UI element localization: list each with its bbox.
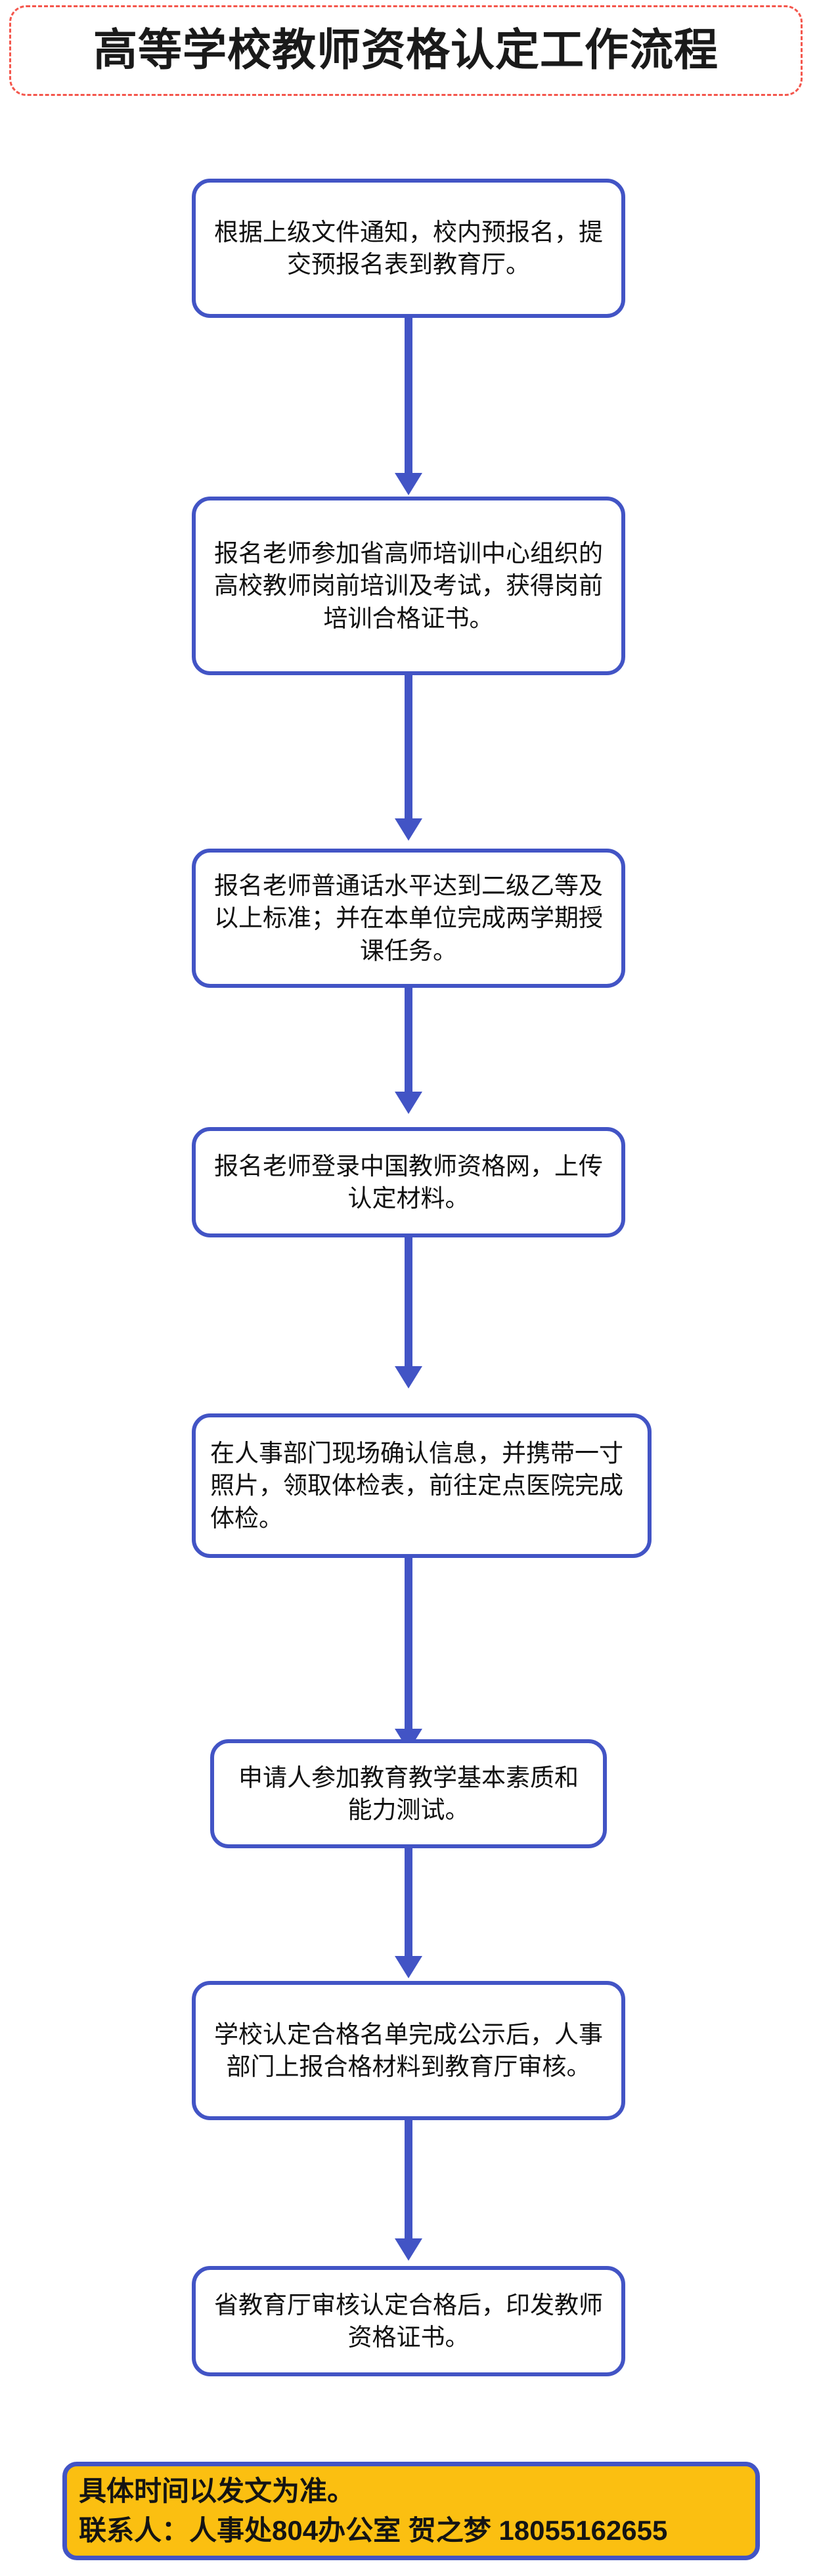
flow-node-step-4[interactable]: 报名老师登录中国教师资格网，上传认定材料。 (192, 1127, 625, 1237)
flow-node-text: 报名老师普通话水平达到二级乙等及以上标准；并在本单位完成两学期授课任务。 (214, 872, 603, 964)
page-title: 高等学校教师资格认定工作流程 (93, 25, 719, 75)
flow-node-text: 申请人参加教育教学基本素质和能力测试。 (238, 1764, 579, 1823)
connector-5-line (405, 1558, 412, 1729)
flow-node-text: 根据上级文件通知，校内预报名，提交预报名表到教育厅。 (214, 218, 603, 278)
flow-node-step-7[interactable]: 学校认定合格名单完成公示后，人事部门上报合格材料到教育厅审核。 (192, 1981, 625, 2120)
connector-4-arrowhead (395, 1366, 422, 1388)
connector-6-arrowhead (395, 1956, 422, 1978)
connector-7-arrowhead (395, 2238, 422, 2261)
flow-node-text: 报名老师参加省高师培训中心组织的高校教师岗前培训及考试，获得岗前培训合格证书。 (214, 540, 603, 632)
flow-node-text: 省教育厅审核认定合格后，印发教师资格证书。 (214, 2291, 603, 2351)
connector-1-arrowhead (395, 473, 422, 495)
flow-node-text: 在人事部门现场确认信息，并携带一寸照片，领取体检表，前往定点医院完成体检。 (210, 1440, 623, 1532)
footer-note-line-1: 具体时间以发文为准。 (79, 2476, 355, 2507)
flow-node-text: 报名老师登录中国教师资格网，上传认定材料。 (214, 1152, 603, 1212)
connector-2-line (405, 675, 412, 818)
connector-6-line (405, 1848, 412, 1956)
flow-node-step-1[interactable]: 根据上级文件通知，校内预报名，提交预报名表到教育厅。 (192, 179, 625, 318)
flow-node-text: 学校认定合格名单完成公示后，人事部门上报合格材料到教育厅审核。 (214, 2020, 603, 2080)
footer-note-line-2: 联系人：人事处804办公室 贺之梦 18055162655 (79, 2515, 668, 2546)
flow-node-step-8[interactable]: 省教育厅审核认定合格后，印发教师资格证书。 (192, 2266, 625, 2376)
connector-7-line (405, 2120, 412, 2238)
flow-node-step-5[interactable]: 在人事部门现场确认信息，并携带一寸照片，领取体检表，前往定点医院完成体检。 (192, 1413, 652, 1558)
connector-2-arrowhead (395, 818, 422, 841)
flow-node-step-2[interactable]: 报名老师参加省高师培训中心组织的高校教师岗前培训及考试，获得岗前培训合格证书。 (192, 497, 625, 675)
connector-3-line (405, 988, 412, 1092)
connector-4-line (405, 1237, 412, 1366)
connector-1-line (405, 318, 412, 473)
footer-note-box: 具体时间以发文为准。 联系人：人事处804办公室 贺之梦 18055162655 (62, 2462, 760, 2560)
page-title-banner: 高等学校教师资格认定工作流程 (9, 5, 803, 96)
connector-3-arrowhead (395, 1092, 422, 1114)
flow-node-step-6[interactable]: 申请人参加教育教学基本素质和能力测试。 (210, 1739, 607, 1848)
flow-node-step-3[interactable]: 报名老师普通话水平达到二级乙等及以上标准；并在本单位完成两学期授课任务。 (192, 849, 625, 988)
